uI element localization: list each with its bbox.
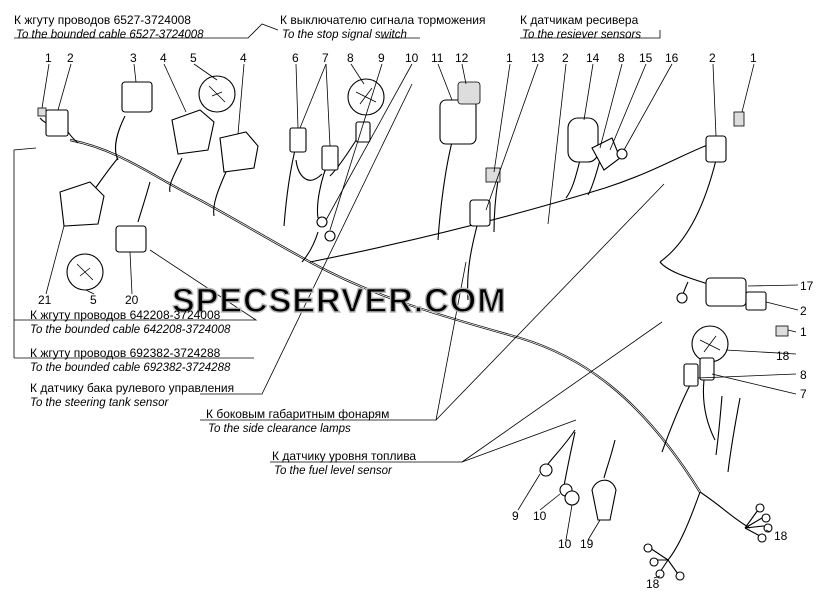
callout-leaders: [41, 63, 799, 579]
caption-ru-4: К жгуту проводов 642208-3724008: [30, 308, 221, 322]
callout-9b: 9: [512, 509, 519, 523]
caption-en-1: To the bounded cable 6527-3724008: [16, 29, 204, 41]
callout-8c: 8: [800, 368, 807, 382]
caption-en-4: To the bounded cable 642208-3724008: [30, 324, 231, 336]
callout-18a: 18: [776, 349, 790, 363]
ring-terminal-10: [324, 230, 336, 242]
caption-en-5: To the bounded cable 692382-3724288: [30, 362, 231, 374]
ring-18e: [643, 543, 653, 553]
callout-10a: 10: [405, 51, 419, 65]
ring-18d: [757, 533, 767, 543]
connector-7: [321, 145, 339, 171]
callout-10c: 10: [558, 537, 572, 551]
callout-18c: 18: [646, 577, 660, 591]
branch-wires: [39, 115, 765, 575]
callout-numbers: 1 2 3 4 5 4 6 7 8 9 10 11 12 1 13 2 14 8…: [38, 51, 814, 591]
sensor-11: [439, 99, 477, 145]
callout-4a: 4: [160, 51, 167, 65]
ring-terminal-right: [676, 292, 688, 304]
callout-5b: 5: [90, 293, 97, 307]
receiver-sensor-14: [567, 117, 599, 163]
ring-terminal-10-lower: [564, 490, 580, 506]
callout-13: 13: [531, 51, 545, 65]
callout-20: 20: [125, 293, 139, 307]
callout-2: 2: [67, 51, 74, 65]
callout-16: 16: [665, 51, 679, 65]
callout-2d: 2: [800, 304, 807, 318]
ring-terminal-16: [616, 148, 628, 160]
watermark: SPECSERVER.COM: [172, 282, 507, 320]
connector-13: [469, 199, 491, 227]
connector-7-right-b: [699, 357, 715, 381]
callout-17: 17: [800, 279, 814, 293]
connector-4-left: [171, 109, 215, 155]
ring-terminal-9-bottom: [539, 463, 553, 477]
captions: К жгуту проводов 6527-3724008 To the bou…: [14, 13, 641, 477]
callout-2b: 2: [562, 51, 569, 65]
ring-18f: [649, 557, 659, 567]
callout-1c: 1: [750, 51, 757, 65]
ring-18a: [755, 503, 765, 513]
ring-terminal-9: [316, 216, 328, 228]
connector-4-right: [219, 131, 259, 173]
caption-en-8: To the fuel level sensor: [274, 465, 393, 477]
caption-ru-5: К жгуту проводов 692382-3724288: [30, 346, 221, 360]
ring-18b: [761, 513, 771, 523]
caption-ru-3: К датчикам ресивера: [520, 13, 639, 27]
callout-12: 12: [455, 51, 469, 65]
connector-7-right-a: [683, 363, 699, 387]
ring-18h: [675, 571, 685, 581]
callout-18b: 18: [774, 529, 788, 543]
callout-2c: 2: [709, 51, 716, 65]
callout-10b: 10: [533, 509, 547, 523]
caption-ru-2: К выключателю сигнала торможения: [280, 13, 486, 27]
caption-ru-1: К жгуту проводов 6527-3724008: [14, 13, 191, 27]
caption-ru-6: К датчику бака рулевого управления: [30, 381, 234, 395]
connector-20: [115, 225, 147, 253]
callout-19: 19: [580, 537, 594, 551]
callout-1b: 1: [506, 51, 513, 65]
callout-1: 1: [45, 51, 52, 65]
callout-7a: 7: [322, 51, 329, 65]
callout-4b: 4: [240, 51, 247, 65]
connector-2-top-right: [705, 135, 727, 163]
caption-en-3: To the resiever sensors: [522, 29, 641, 41]
caption-en-7: To the side clearance lamps: [208, 423, 351, 435]
callout-15: 15: [639, 51, 653, 65]
connector-3: [121, 81, 153, 113]
caption-ru-7: К боковым габаритным фонарям: [206, 407, 389, 421]
fuel-sensor-19: [591, 479, 617, 521]
terminal-1-top-right: [733, 111, 745, 127]
callout-21: 21: [38, 293, 52, 307]
callout-14: 14: [586, 51, 600, 65]
callout-9a: 9: [378, 51, 385, 65]
terminal-1-top-left: [37, 107, 47, 117]
callout-11: 11: [431, 51, 444, 65]
terminal-1-right: [775, 325, 789, 337]
connector-2-right: [745, 291, 767, 311]
callout-5a: 5: [190, 51, 197, 65]
caption-en-2: To the stop signal switch: [282, 29, 407, 41]
caption-leaders: [13, 23, 665, 463]
relay-17: [705, 277, 747, 307]
callout-1d: 1: [800, 325, 807, 339]
callout-3: 3: [130, 51, 137, 65]
relay-21: [59, 181, 105, 227]
caption-en-6: To the steering tank sensor: [30, 397, 169, 409]
ring-18g: [655, 569, 665, 579]
connector-6: [289, 127, 307, 153]
callout-8b: 8: [618, 51, 625, 65]
terminals-1-center: [485, 167, 501, 183]
callout-7b: 7: [800, 387, 807, 401]
callout-6: 6: [292, 51, 299, 65]
components: [37, 75, 789, 581]
callout-8a: 8: [347, 51, 354, 65]
caption-ru-8: К датчику уровня топлива: [272, 449, 416, 463]
plug-12: [457, 81, 481, 105]
connector-2-top-left: [45, 109, 69, 137]
